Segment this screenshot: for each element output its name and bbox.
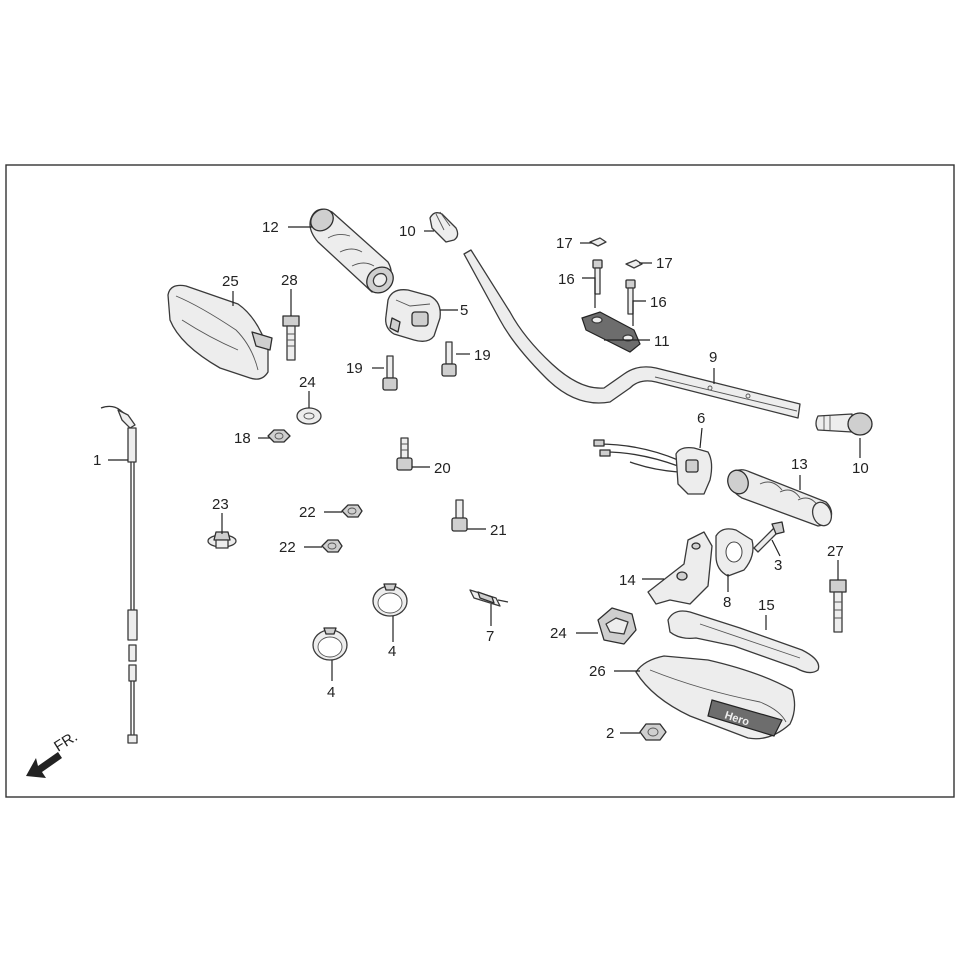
screw-21 — [451, 499, 468, 532]
brake-lever-15 — [667, 610, 820, 674]
callout-21: 21 — [490, 522, 507, 539]
right-hand-guard: Hero — [635, 655, 796, 740]
left-grip — [309, 208, 394, 294]
callout-16-right: 16 — [650, 294, 667, 311]
callout-20: 20 — [434, 460, 451, 477]
screw-20 — [396, 437, 413, 471]
throttle-cable — [100, 405, 138, 744]
callout-25: 25 — [222, 273, 239, 290]
holder-24-right — [597, 607, 637, 645]
callout-6: 6 — [697, 410, 705, 427]
flange-nut-23 — [207, 531, 237, 549]
callout-24-left: 24 — [299, 374, 316, 391]
callout-19-right: 19 — [474, 347, 491, 364]
callout-5: 5 — [460, 302, 468, 319]
washer-24-left — [296, 407, 322, 425]
callout-19-left: 19 — [346, 360, 363, 377]
callout-2: 2 — [606, 725, 614, 742]
callout-26: 26 — [589, 663, 606, 680]
left-hand-guard — [167, 284, 273, 380]
right-switch-housing — [593, 439, 713, 495]
callout-7: 7 — [486, 628, 494, 645]
callout-4-left: 4 — [327, 684, 335, 701]
hose-clamp-4-right — [372, 583, 408, 617]
flange-bolt-28 — [282, 315, 300, 361]
callout-10-left: 10 — [399, 223, 416, 240]
clamp-bolt-16-left — [592, 259, 603, 295]
callout-9: 9 — [709, 349, 717, 366]
left-switch-housing — [385, 289, 441, 342]
right-grip — [727, 469, 833, 527]
bar-end-weight-left — [429, 211, 459, 243]
clamp-8 — [715, 528, 754, 577]
front-direction-label: FR. — [51, 728, 81, 755]
callout-22-upper: 22 — [299, 504, 316, 521]
callout-16-left: 16 — [558, 271, 575, 288]
callout-14: 14 — [619, 572, 636, 589]
callout-1: 1 — [93, 452, 101, 469]
callout-23: 23 — [212, 496, 229, 513]
callout-4-right: 4 — [388, 643, 396, 660]
cap-17-right — [625, 259, 643, 269]
callout-22-lower: 22 — [279, 539, 296, 556]
callout-3: 3 — [774, 557, 782, 574]
cap-17-left — [589, 237, 607, 247]
nut-22-upper — [341, 504, 363, 518]
hose-clamp-4-left — [312, 627, 348, 661]
nut-2 — [639, 723, 667, 741]
callout-27: 27 — [827, 543, 844, 560]
callout-leaders — [108, 226, 861, 734]
flange-bolt-27 — [829, 579, 847, 633]
callout-10-right: 10 — [852, 460, 869, 477]
nut-22-lower — [321, 539, 343, 553]
bar-end-weight-right — [815, 412, 873, 436]
bolt-3 — [753, 521, 785, 553]
callout-15: 15 — [758, 597, 775, 614]
screw-19-left — [382, 355, 398, 391]
front-direction-arrow: FR. — [26, 728, 81, 778]
callout-11: 11 — [654, 333, 670, 350]
callout-17-left: 17 — [556, 235, 573, 252]
diagram-frame — [5, 164, 955, 798]
handlebar-clamp-11 — [581, 311, 641, 353]
handlebar — [463, 249, 801, 419]
callout-17-right: 17 — [656, 255, 673, 272]
clutch-switch-7 — [469, 589, 509, 607]
callout-24-right: 24 — [550, 625, 567, 642]
callout-18: 18 — [234, 430, 251, 447]
clamp-bolt-16-right — [625, 279, 636, 315]
callout-8: 8 — [723, 594, 731, 611]
callout-labels: 1 2 3 4 4 5 6 7 8 9 10 10 11 12 13 14 15… — [93, 219, 869, 742]
callout-13: 13 — [791, 456, 808, 473]
callout-12: 12 — [262, 219, 279, 236]
nut-18 — [267, 429, 291, 443]
callout-28: 28 — [281, 272, 298, 289]
screw-19-right — [441, 341, 457, 377]
lever-bracket-14 — [647, 531, 713, 605]
